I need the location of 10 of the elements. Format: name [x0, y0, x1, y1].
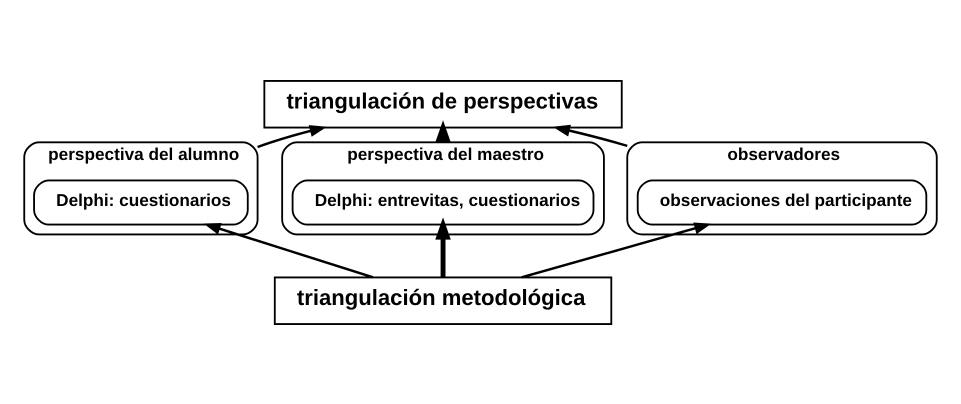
node-box: triangulación metodológica: [274, 276, 612, 324]
node-box: Delphi: cuestionarios: [33, 178, 249, 226]
arrow: [435, 216, 451, 277]
arrow: [552, 124, 628, 147]
node-box: Delphi: entrevitas, cuestionarios: [292, 178, 594, 226]
node-box: triangulación de perspectivas: [263, 80, 623, 128]
arrow: [257, 124, 327, 148]
node-box: observaciones del participante: [636, 178, 928, 226]
arrow: [203, 222, 374, 278]
arrow: [521, 222, 712, 278]
